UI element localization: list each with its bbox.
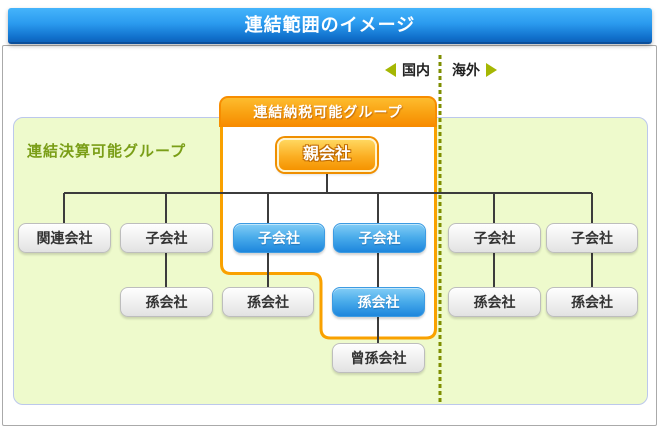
org-node-subsidiary-tax-2: 子会社 <box>333 223 426 253</box>
org-node-subsidiary-overseas-1: 子会社 <box>448 223 541 253</box>
label-overseas: 海外 <box>452 62 480 78</box>
connector-lines <box>63 172 593 344</box>
arrow-right-icon <box>486 63 497 77</box>
org-node-affiliate-company: 関連会社 <box>18 223 111 253</box>
title-bar: 連結範囲のイメージ <box>8 8 652 44</box>
tax-group-label: 連結納税可能グループ <box>253 104 403 120</box>
org-node-subsidiary-domestic: 子会社 <box>120 223 213 253</box>
org-node-parent-company: 親会社 <box>277 138 377 172</box>
org-node-grandchild-domestic-1: 孫会社 <box>120 287 213 317</box>
org-node-subsidiary-tax-1: 子会社 <box>233 223 325 253</box>
accounting-group-label: 連結決算可能グループ <box>27 143 187 160</box>
label-domestic: 国内 <box>402 62 430 78</box>
org-node-subsidiary-overseas-2: 子会社 <box>546 223 638 253</box>
org-node-grandchild-tax: 孫会社 <box>332 287 425 317</box>
tax-group-outline <box>220 110 437 340</box>
tax-group-header: 連結納税可能グループ <box>219 96 437 127</box>
arrow-left-icon <box>385 63 396 77</box>
org-node-grandchild-overseas-2: 孫会社 <box>546 287 638 317</box>
page-title: 連結範囲のイメージ <box>244 15 416 35</box>
org-node-grandchild-domestic-2: 孫会社 <box>222 287 314 317</box>
org-node-great-grandchild: 曾孫会社 <box>332 343 425 373</box>
org-node-grandchild-overseas-1: 孫会社 <box>448 287 541 317</box>
